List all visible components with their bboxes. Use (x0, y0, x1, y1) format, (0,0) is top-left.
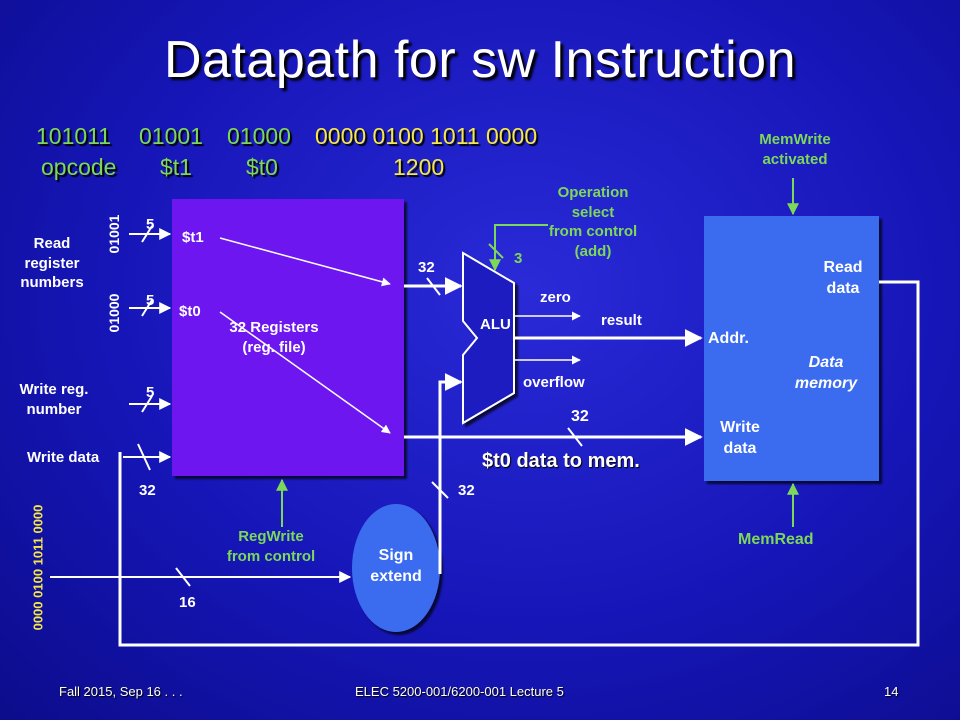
immediate-bits-vertical: 0000 0100 1011 0000 (30, 504, 46, 631)
bus-width-label: 5 (146, 216, 155, 233)
alu-input-width-bottom: 32 (458, 482, 475, 499)
bus-tick (488, 243, 504, 259)
bus-tick (567, 427, 583, 447)
alu-op-control-wire (489, 224, 548, 272)
bus-width-label: 5 (146, 292, 155, 309)
write-data-width-label: 32 (139, 482, 156, 499)
read-bits-1-label: 01001 (106, 214, 122, 254)
sign-extend-output-wire (438, 373, 463, 574)
bus-tick (431, 481, 449, 499)
footer-course: ELEC 5200-001/6200-001 Lecture 5 (355, 684, 564, 699)
write-data-label: Write data (27, 449, 100, 466)
alu-operation-label: Operation select from control (add) (548, 184, 638, 260)
bus-tick (141, 225, 153, 243)
data-memory-name: Data memory (794, 354, 858, 392)
result-label: result (601, 312, 642, 329)
opcode-bits: 101011 (36, 123, 112, 149)
register-file-block (172, 199, 404, 476)
memwrite-label: MemWrite activated (759, 131, 831, 168)
immediate-bits: 0000 0100 1011 0000 (315, 123, 538, 149)
bus-width-label: 5 (146, 384, 155, 401)
rs-label: $t1 (160, 154, 192, 180)
footer-page-number: 14 (884, 684, 899, 699)
memread-label: MemRead (738, 531, 814, 548)
zero-label: zero (540, 289, 571, 306)
overflow-label: overflow (523, 374, 585, 391)
read-register-numbers-label: Read register numbers (20, 235, 84, 291)
footer-date: Fall 2015, Sep 16 . . . (59, 684, 183, 699)
bus-tick (175, 567, 191, 587)
bus-tick (141, 395, 153, 413)
addr-label: Addr. (708, 330, 749, 347)
port-t0-label: $t0 (179, 303, 201, 320)
sign-extend-oval (352, 504, 440, 632)
alu-op-width-label: 3 (514, 250, 523, 267)
write-data-width-label: 32 (571, 408, 589, 425)
rt-label: $t0 (246, 154, 278, 180)
read-data-loop-wire (118, 280, 920, 647)
sign-extend-label: Sign extend (370, 547, 422, 585)
memory-write-data-label: Write data (720, 419, 760, 457)
internal-read-path-2 (219, 311, 391, 434)
opcode-label: opcode (41, 154, 117, 180)
rt-bits: 01000 (227, 123, 291, 149)
alu-input-width-top: 32 (418, 259, 435, 276)
regwrite-label: RegWrite from control (226, 528, 316, 565)
read-bits-2-label: 01000 (106, 293, 122, 333)
bus-tick (426, 277, 441, 296)
internal-read-path-1 (219, 237, 391, 287)
t0-data-to-memory-label: $t0 data to mem. (482, 450, 640, 472)
bus-tick (137, 443, 151, 471)
alu-label: ALU (480, 316, 511, 333)
port-t1-label: $t1 (182, 229, 204, 246)
bus-tick (141, 299, 153, 317)
slide-title: Datapath for sw Instruction (163, 31, 796, 89)
immediate-label: 1200 (393, 154, 445, 180)
immediate-width-label: 16 (179, 594, 196, 611)
data-memory-block (704, 216, 879, 481)
write-reg-number-label: Write reg. number (19, 381, 89, 418)
rs-bits: 01001 (139, 123, 203, 149)
read-data-label: Read data (823, 259, 863, 297)
alu-shape (462, 251, 515, 425)
register-file-name: 32 Registers (reg. file) (229, 319, 319, 356)
